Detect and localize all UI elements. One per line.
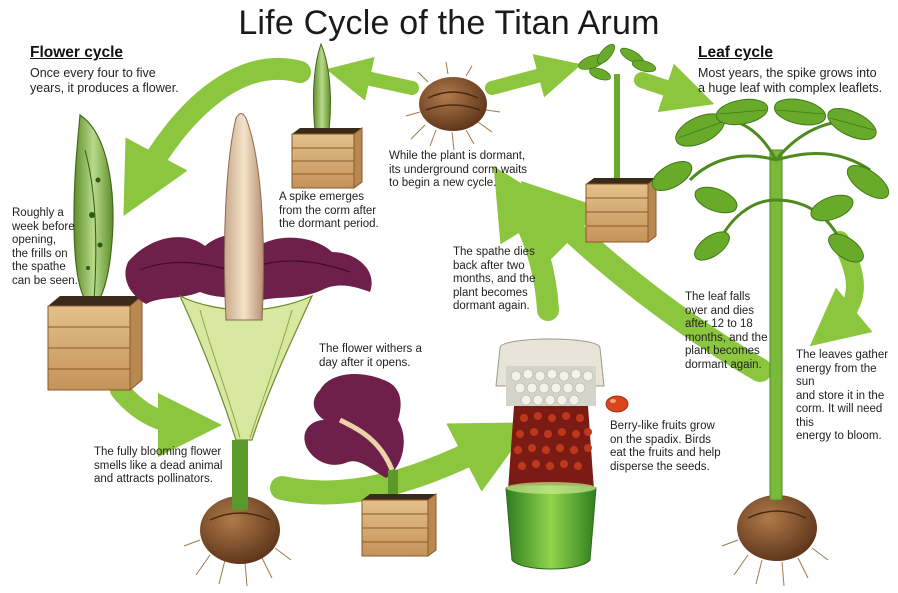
leaf-cycle-heading: Leaf cycle bbox=[698, 44, 773, 62]
fruiting-spadix bbox=[496, 339, 628, 569]
arrow-corm-to-leaf-sprout bbox=[492, 70, 560, 88]
arrow-bud-to-bloom bbox=[120, 390, 190, 425]
page-title: Life Cycle of the Titan Arum bbox=[0, 4, 898, 43]
flower-cycle-heading: Flower cycle bbox=[30, 44, 123, 62]
arrow-corm-to-small-spike bbox=[348, 74, 412, 88]
arrow-sprout-to-leaf bbox=[642, 80, 690, 96]
leaf-sprout-crate bbox=[577, 42, 657, 242]
caption-dormant: While the plant is dormant,its undergrou… bbox=[389, 150, 527, 191]
top-corm bbox=[406, 62, 500, 150]
